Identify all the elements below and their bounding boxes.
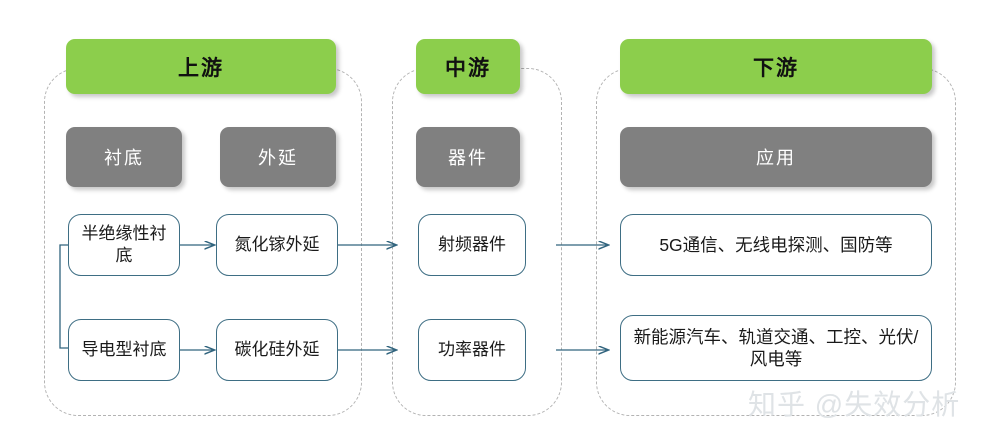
category-pill-application[interactable]: 应用 (620, 127, 932, 187)
stage-header-label-midstream: 中游 (445, 56, 491, 80)
item-box-sic-epitaxy[interactable]: 碳化硅外延 (216, 319, 338, 381)
category-label-application: 应用 (756, 148, 796, 168)
item-box-gan-epitaxy[interactable]: 氮化镓外延 (216, 214, 338, 276)
item-box-rf-device[interactable]: 射频器件 (418, 214, 526, 276)
watermark: 知乎 @失效分析 (748, 383, 960, 423)
category-label-substrate: 衬底 (104, 148, 144, 168)
item-box-conductive-substrate[interactable]: 导电型衬底 (68, 319, 180, 381)
item-label-semi-insulating-substrate: 半绝缘性衬底 (81, 224, 167, 265)
stage-header-label-downstream: 下游 (753, 56, 799, 80)
category-label-epitaxy: 外延 (258, 148, 298, 168)
item-label-application-communication: 5G通信、无线电探测、国防等 (659, 234, 893, 255)
stage-header-midstream[interactable]: 中游 (416, 39, 520, 94)
category-label-device: 器件 (448, 148, 488, 168)
item-box-application-power[interactable]: 新能源汽车、轨道交通、工控、光伏/风电等 (620, 315, 932, 381)
item-label-power-device: 功率器件 (438, 340, 506, 360)
category-pill-epitaxy[interactable]: 外延 (220, 127, 336, 187)
item-label-sic-epitaxy: 碳化硅外延 (234, 340, 320, 360)
stage-header-label-upstream: 上游 (178, 56, 224, 80)
category-pill-device[interactable]: 器件 (416, 127, 520, 187)
item-label-gan-epitaxy: 氮化镓外延 (234, 235, 320, 255)
item-label-rf-device: 射频器件 (438, 235, 506, 255)
item-box-semi-insulating-substrate[interactable]: 半绝缘性衬底 (68, 214, 180, 276)
stage-header-downstream[interactable]: 下游 (620, 39, 932, 94)
item-box-application-communication[interactable]: 5G通信、无线电探测、国防等 (620, 214, 932, 276)
item-label-application-power: 新能源汽车、轨道交通、工控、光伏/风电等 (633, 326, 919, 369)
category-pill-substrate[interactable]: 衬底 (66, 127, 182, 187)
item-box-power-device[interactable]: 功率器件 (418, 319, 526, 381)
item-label-conductive-substrate: 导电型衬底 (81, 340, 167, 360)
watermark-text: 知乎 @失效分析 (748, 389, 961, 420)
stage-header-upstream[interactable]: 上游 (66, 39, 336, 94)
